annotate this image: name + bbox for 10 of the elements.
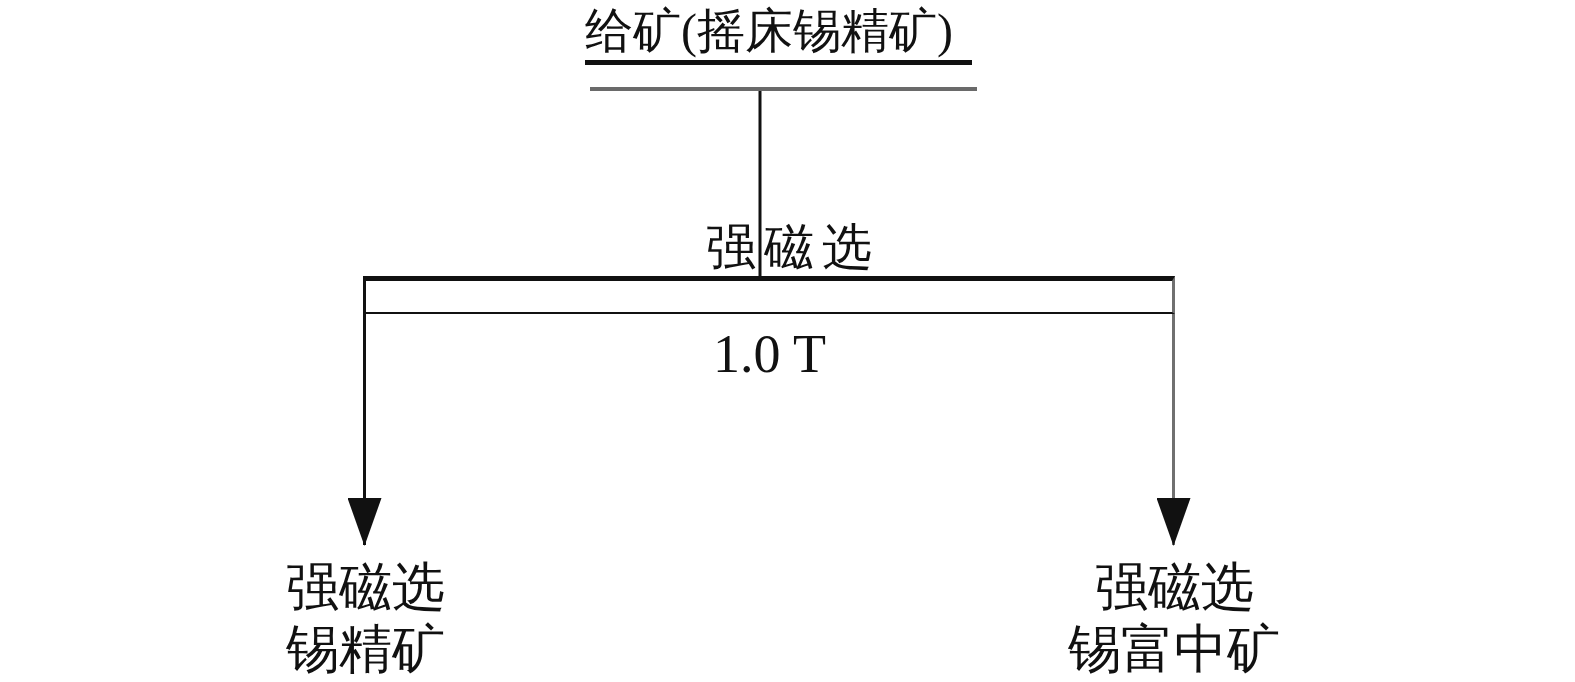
flow-arrow — [347, 314, 382, 546]
process-label: 强磁选 — [706, 222, 880, 272]
product-label: 锡精矿 — [285, 619, 445, 680]
feed-label: 给矿(摇床锡精矿) — [585, 3, 953, 60]
field-strength-label: 1.0 T — [713, 327, 826, 381]
product-label: 强磁选 — [285, 557, 445, 618]
product-label: 锡富中矿 — [1068, 619, 1280, 680]
flow-line — [758, 91, 762, 276]
flow-arrow — [1156, 314, 1191, 546]
product-label: 强磁选 — [1094, 557, 1254, 618]
